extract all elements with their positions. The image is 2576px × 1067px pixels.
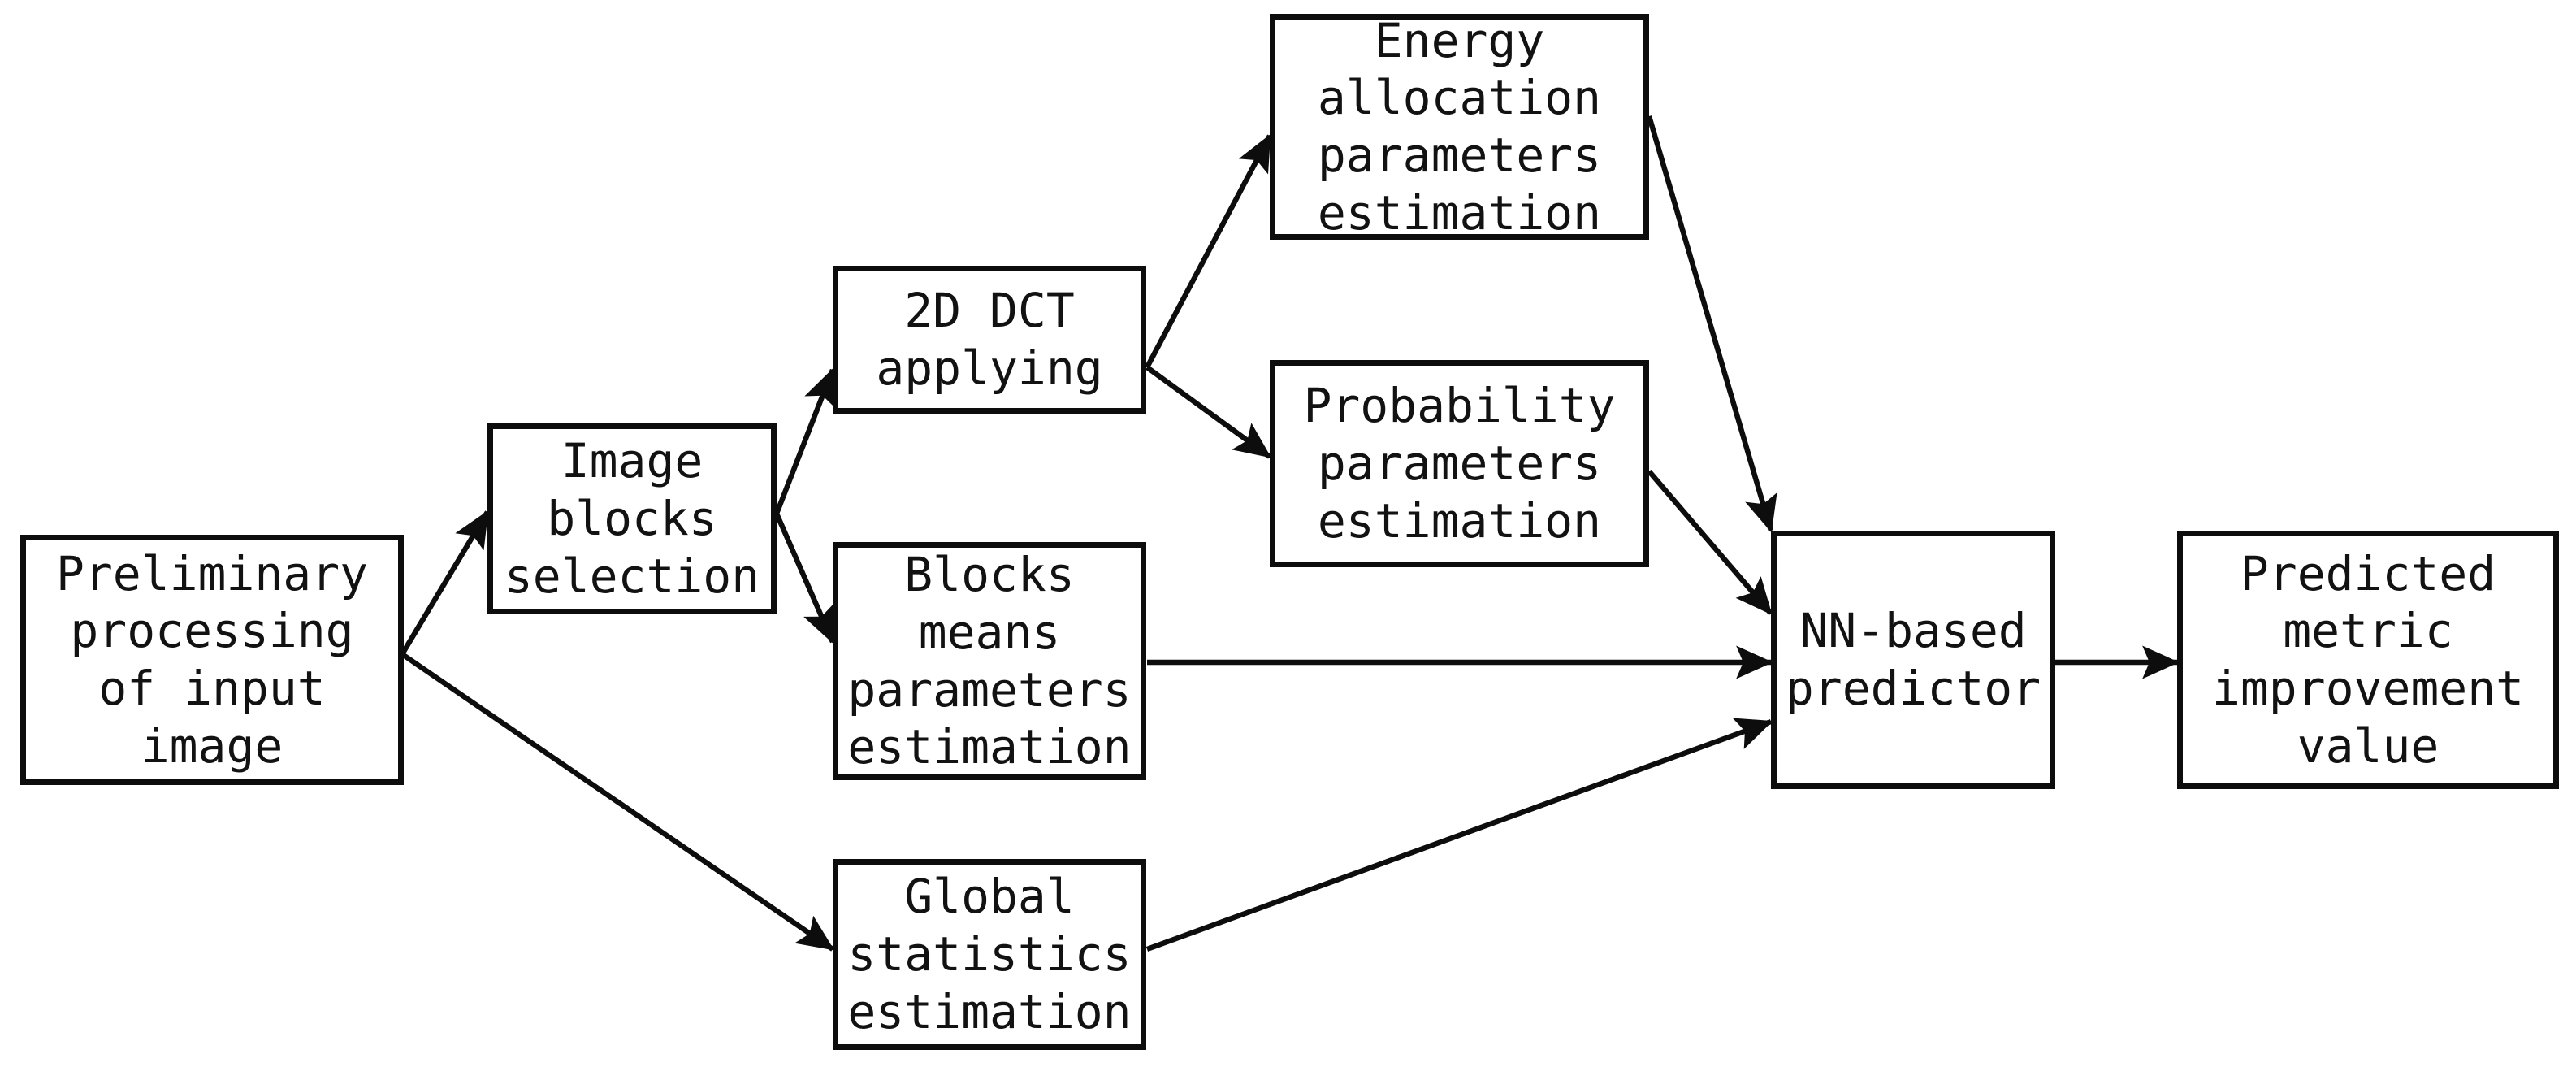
node-image-blocks-selection[interactable]: Image blocks selection: [487, 423, 777, 614]
node-label: Predicted metric improvement value: [2211, 545, 2525, 774]
node-label: NN-based predictor: [1785, 603, 2041, 716]
edge-preliminary-to-global-statistics: [400, 652, 835, 952]
edge-global-statistics-to-nn-predictor: [1145, 718, 1773, 952]
node-nn-based-predictor[interactable]: NN-based predictor: [1771, 531, 2055, 789]
node-label: 2D DCT applying: [876, 283, 1103, 396]
node-label: Preliminary processing of input image: [55, 545, 369, 774]
node-label: Blocks means parameters estimation: [847, 547, 1132, 775]
node-energy-allocation-parameters-estimation[interactable]: Energy allocation parameters estimation: [1270, 12, 1649, 241]
node-probability-parameters-estimation[interactable]: Probability parameters estimation: [1270, 360, 1649, 567]
edge-probability-to-nn-predictor: [1647, 469, 1773, 616]
node-preliminary-processing[interactable]: Preliminary processing of input image: [20, 535, 404, 785]
edge-energy-allocation-to-nn-predictor: [1646, 115, 1777, 533]
node-label: Energy allocation parameters estimation: [1317, 12, 1602, 241]
edge-2d-dct-to-probability: [1145, 365, 1272, 459]
node-predicted-metric-improvement-value[interactable]: Predicted metric improvement value: [2177, 531, 2559, 789]
node-global-statistics-estimation[interactable]: Global statistics estimation: [833, 859, 1146, 1050]
edge-preliminary-to-image-blocks: [400, 510, 490, 656]
node-label: Probability parameters estimation: [1303, 378, 1616, 549]
node-label: Global statistics estimation: [847, 869, 1132, 1039]
edge-image-blocks-to-2d-dct: [773, 367, 836, 515]
node-label: Image blocks selection: [504, 433, 760, 604]
edge-2d-dct-to-energy-allocation: [1145, 133, 1272, 369]
node-blocks-means-parameters-estimation[interactable]: Blocks means parameters estimation: [833, 542, 1146, 780]
edge-image-blocks-to-blocks-means: [774, 512, 835, 644]
node-2d-dct-applying[interactable]: 2D DCT applying: [833, 266, 1146, 414]
